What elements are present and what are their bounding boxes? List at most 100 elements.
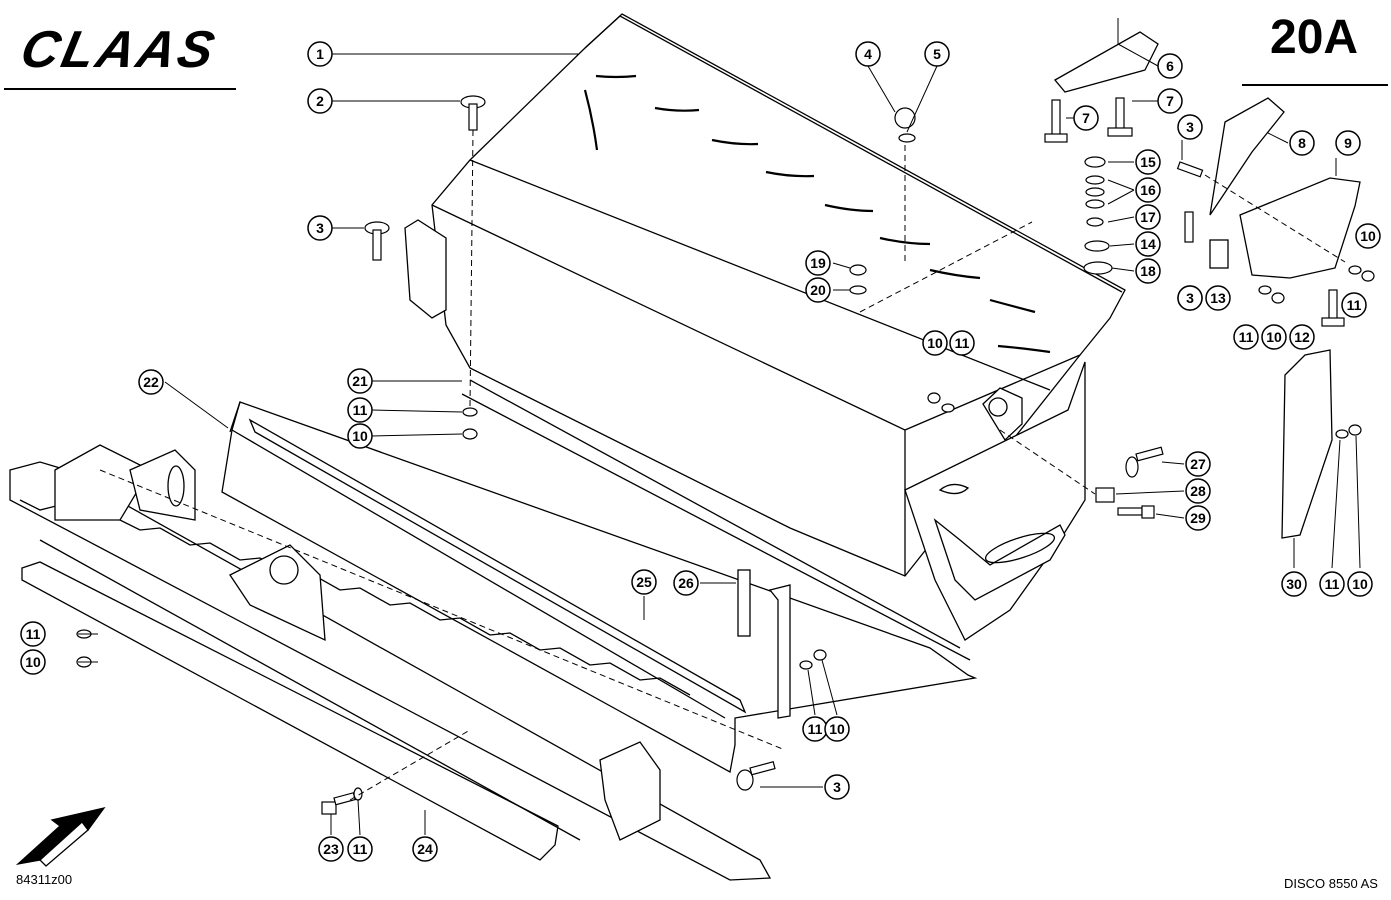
callout-label: 4 <box>864 46 872 62</box>
direction-arrow-icon <box>15 806 106 867</box>
callout-label: 6 <box>1166 58 1174 74</box>
callout-label: 2 <box>316 93 324 109</box>
callout-label: 9 <box>1344 135 1352 151</box>
page-number-underline <box>1242 84 1388 86</box>
callout-circle <box>20 649 46 675</box>
callout-circle <box>805 277 831 303</box>
callout-circle <box>1233 324 1259 350</box>
main-hood-cover <box>404 13 1126 641</box>
callout-circle <box>1261 324 1287 350</box>
callout-label: 10 <box>829 721 845 737</box>
callout-label: 11 <box>1347 297 1362 313</box>
callout-label: 3 <box>833 779 841 795</box>
callout-label: 21 <box>352 373 368 389</box>
callout-label: 18 <box>1140 263 1156 279</box>
callout-circle <box>805 250 831 276</box>
callout-label: 10 <box>352 428 368 444</box>
callout-label: 14 <box>1140 236 1156 252</box>
callout-circle <box>347 368 373 394</box>
callout-label: 10 <box>1360 228 1376 244</box>
callout-label: 24 <box>417 841 433 857</box>
callout-circle <box>1135 231 1161 257</box>
callout-label: 28 <box>1190 483 1206 499</box>
callout-circle <box>347 423 373 449</box>
callout-label: 11 <box>1239 329 1254 345</box>
callout-circle <box>347 397 373 423</box>
callout-label: 19 <box>810 255 826 271</box>
callout-circle <box>824 774 850 800</box>
rail-bar <box>248 418 747 714</box>
callout-label: 7 <box>1082 110 1090 126</box>
callout-label: 22 <box>143 374 159 390</box>
callout-circle <box>1135 258 1161 284</box>
callout-label: 10 <box>927 335 943 351</box>
vertical-strip <box>737 569 791 719</box>
callout-circle <box>138 369 164 395</box>
hardware <box>76 95 1375 815</box>
logo-underline <box>4 88 236 90</box>
callout-circle <box>307 88 333 114</box>
callout-label: 16 <box>1140 182 1156 198</box>
callout-circle <box>1347 571 1373 597</box>
callout-circle <box>1185 451 1211 477</box>
callout-label: 10 <box>25 654 41 670</box>
drawing-number: 84311z00 <box>16 872 73 887</box>
callout-label: 11 <box>353 841 368 857</box>
callout-circle <box>307 215 333 241</box>
callout-circle <box>673 570 699 596</box>
callout-circle <box>347 836 373 862</box>
callout-circle <box>1281 571 1307 597</box>
callout-label: 13 <box>1210 290 1226 306</box>
assembly-dashes <box>99 129 1346 801</box>
cutter-bar-frame <box>9 444 772 881</box>
callout-label: 17 <box>1140 209 1156 225</box>
callout-circle <box>307 41 333 67</box>
callout-circle <box>631 569 657 595</box>
callout-circle <box>1355 223 1381 249</box>
callout-circle <box>1135 204 1161 230</box>
callout-label: 8 <box>1298 135 1306 151</box>
callout-circle <box>924 41 950 67</box>
callout-label: 11 <box>353 402 368 418</box>
page-number: 20A <box>1270 11 1359 64</box>
callout-circle <box>1157 53 1183 79</box>
callout-label: 10 <box>1352 576 1368 592</box>
callout-circle <box>824 716 850 742</box>
callout-circle <box>1289 324 1315 350</box>
callout-label: 11 <box>808 721 823 737</box>
callout-circle <box>412 836 438 862</box>
callout-circle <box>1185 505 1211 531</box>
callout-circle <box>1341 292 1367 318</box>
callout-label: 3 <box>1186 290 1194 306</box>
callout-circle <box>1319 571 1345 597</box>
callout-label: 29 <box>1190 510 1206 526</box>
callout-label: 11 <box>955 335 970 351</box>
callout-label: 26 <box>678 575 694 591</box>
callout-circle <box>1135 149 1161 175</box>
callout-label: 15 <box>1140 154 1156 170</box>
callout-label: 11 <box>1325 576 1340 592</box>
callout-label: 20 <box>810 282 826 298</box>
right-brackets <box>1054 31 1361 539</box>
callout-label: 23 <box>323 841 339 857</box>
skid-plate <box>21 539 581 861</box>
callout-label: 5 <box>933 46 941 62</box>
callout-label: 3 <box>1186 119 1194 135</box>
callout-circle <box>949 330 975 356</box>
callout-circle <box>1177 285 1203 311</box>
callout-circle <box>1073 105 1099 131</box>
callout-label: 25 <box>636 574 652 590</box>
callout-circle <box>1185 478 1211 504</box>
callout-label: 10 <box>1266 329 1282 345</box>
callout-label: 30 <box>1286 576 1302 592</box>
callout-circle <box>1177 114 1203 140</box>
model-name: DISCO 8550 AS <box>1284 876 1378 891</box>
callout-circle <box>1335 130 1361 156</box>
callout-label: 1 <box>316 46 324 62</box>
callout-circle <box>1157 88 1183 114</box>
callout-circle <box>1205 285 1231 311</box>
callout-label: 3 <box>316 220 324 236</box>
callout-bubbles: 1234567738915161714181920313101111101210… <box>20 41 1381 862</box>
